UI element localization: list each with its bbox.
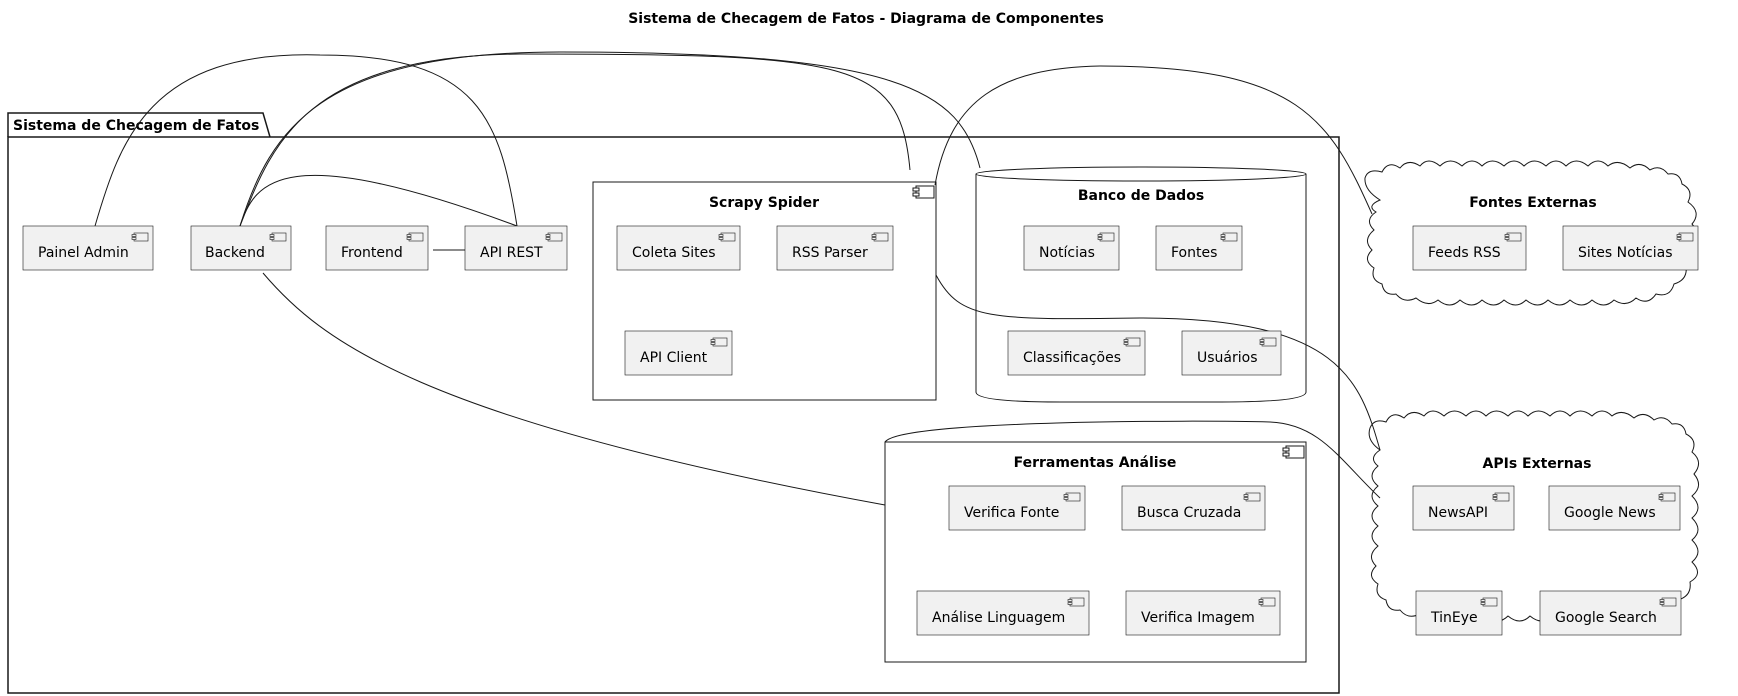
frontend-label: Frontend [341,245,403,261]
usuarios-label: Usuários [1197,350,1258,366]
tineye-label: TinEye [1430,610,1478,626]
component-sites-noticias[interactable]: Sites Notícias [1562,225,1699,271]
noticias-label: Notícias [1039,245,1095,261]
component-google-news[interactable]: Google News [1548,485,1681,531]
backend-label: Backend [205,245,265,261]
busca-cruzada-label: Busca Cruzada [1137,505,1241,521]
component-verifica-imagem[interactable]: Verifica Imagem [1125,590,1281,636]
database-label: Banco de Dados [1078,188,1204,204]
connections [94,51,1381,506]
component-fontes[interactable]: Fontes [1155,225,1243,271]
component-tineye[interactable]: TinEye [1415,590,1503,636]
external-sources-label: Fontes Externas [1469,195,1596,211]
component-classificacoes[interactable]: Classificações [1007,330,1146,376]
link-tools-apis [884,420,1381,499]
scrapy-spider-label: Scrapy Spider [709,195,819,211]
rss-parser-label: RSS Parser [792,245,868,261]
link-backend-api [239,174,518,227]
link-admin-api [94,54,518,227]
component-feeds-rss[interactable]: Feeds RSS [1412,225,1527,271]
fontes-label: Fontes [1171,245,1217,261]
google-search-label: Google Search [1555,610,1657,626]
link-scrapy-sources [934,65,1373,215]
component-rss-parser[interactable]: RSS Parser [776,225,894,271]
newsapi-label: NewsAPI [1428,505,1488,521]
link-backend-scrapy [239,53,911,227]
component-verifica-fonte[interactable]: Verifica Fonte [948,485,1086,531]
component-painel-admin[interactable]: Painel Admin [22,225,154,271]
classificacoes-label: Classificações [1023,350,1121,366]
feeds-rss-label: Feeds RSS [1428,245,1501,261]
painel-admin-label: Painel Admin [38,245,129,261]
component-api-rest[interactable]: API REST [464,225,568,271]
external-apis-label: APIs Externas [1483,456,1592,472]
tools-label: Ferramentas Análise [1014,455,1177,471]
component-newsapi[interactable]: NewsAPI [1412,485,1515,531]
package-label: Sistema de Checagem de Fatos [13,118,259,134]
component-noticias[interactable]: Notícias [1023,225,1120,271]
google-news-label: Google News [1564,505,1656,521]
analise-linguagem-label: Análise Linguagem [932,610,1065,626]
component-coleta-sites[interactable]: Coleta Sites [616,225,741,271]
component-api-client[interactable]: API Client [624,330,733,376]
verifica-imagem-label: Verifica Imagem [1141,610,1255,626]
component-frontend[interactable]: Frontend [325,225,429,271]
component-analise-linguagem[interactable]: Análise Linguagem [916,590,1090,636]
scrapy-spider-group: Scrapy Spider [592,181,937,401]
component-busca-cruzada[interactable]: Busca Cruzada [1121,485,1266,531]
link-scrapy-apis [935,274,1381,451]
component-google-search[interactable]: Google Search [1539,590,1682,636]
api-rest-label: API REST [480,245,543,261]
link-backend-tools [262,272,886,506]
external-apis-cloud: APIs Externas [1368,410,1699,622]
component-usuarios[interactable]: Usuários [1181,330,1282,376]
component-backend[interactable]: Backend [190,225,292,271]
verifica-fonte-label: Verifica Fonte [964,505,1059,521]
diagram-title: Sistema de Checagem de Fatos - Diagrama … [628,11,1104,27]
link-backend-database [239,51,981,227]
coleta-sites-label: Coleta Sites [632,245,716,261]
api-client-label: API Client [640,350,708,366]
sites-noticias-label: Sites Notícias [1578,245,1673,261]
